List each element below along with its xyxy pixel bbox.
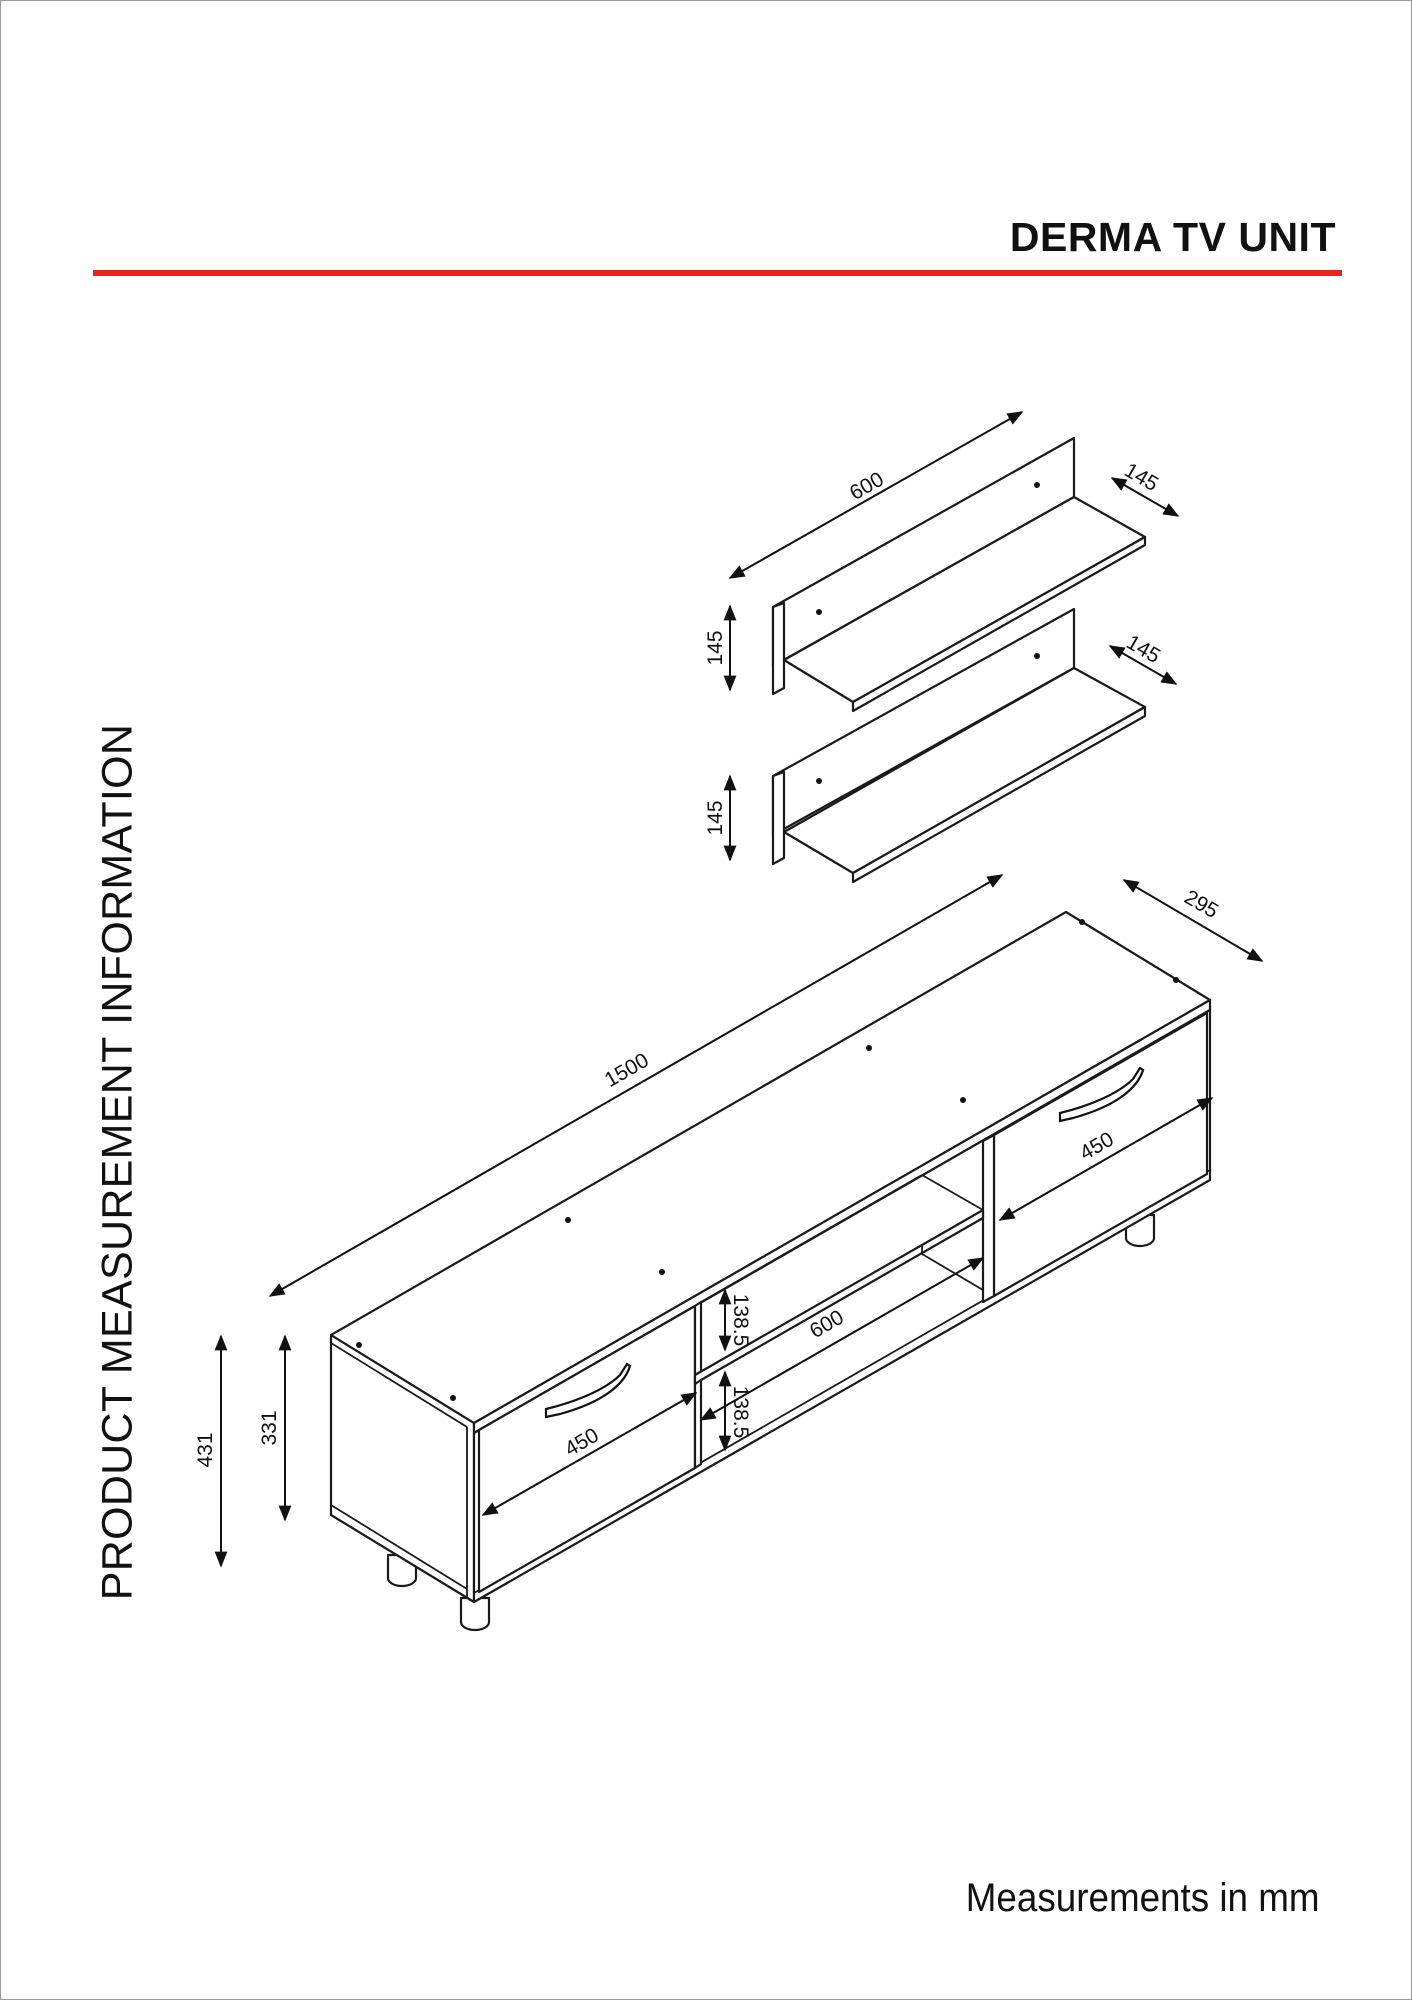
dim-line-door-right [998, 1097, 1214, 1221]
title-underline-bar [93, 270, 1342, 276]
dim-label-compartment-lower: 138.5 [729, 1386, 752, 1439]
wall-shelf-upper [771, 436, 1147, 713]
dim-line-shelf-depth-upper [1110, 477, 1180, 517]
dim-line-shelf-width [728, 411, 1024, 579]
shelf-upper-screw [1034, 482, 1040, 488]
shelf-upper-board-front [851, 535, 1147, 713]
dim-label-shelf-depth-upper: 145 [1120, 459, 1162, 496]
top-screw [866, 1045, 872, 1051]
shelf-lower-screw [816, 778, 822, 784]
shelf-upper-screw [816, 609, 822, 615]
units-note: Measurements in mm [966, 1876, 1320, 1920]
dim-label-compartment-upper: 138.5 [729, 1294, 752, 1347]
top-screw [450, 1395, 456, 1401]
title-underline [93, 270, 1342, 276]
dim-label-unit-width: 1500 [601, 1049, 653, 1092]
dim-line-middle-shelf [699, 1257, 985, 1421]
top-screw [659, 1269, 665, 1275]
tv-unit [329, 910, 1212, 1632]
wall-shelf-lower [771, 607, 1147, 884]
dim-label-body-height: 331 [258, 1410, 281, 1445]
top-screw [1079, 919, 1085, 925]
dim-line-door-left [481, 1392, 698, 1516]
compartment-divider-right [981, 1133, 996, 1304]
dim-label-shelf-height-upper: 145 [704, 630, 727, 665]
tv-unit-left-side-inner [330, 1342, 468, 1428]
shelf-lower-side [771, 770, 786, 866]
shelf-upper-side [771, 601, 786, 696]
tv-unit-legs [386, 1213, 1156, 1632]
dim-line-unit-width [268, 874, 1004, 1297]
top-screw [356, 1342, 362, 1348]
dim-label-shelf-height-lower: 145 [704, 800, 727, 835]
dim-label-total-height: 431 [194, 1432, 217, 1467]
top-screw [565, 1217, 571, 1223]
shelf-lower-screw [1034, 653, 1040, 659]
top-screw [1173, 977, 1179, 983]
dim-line-shelf-depth-lower [1108, 645, 1178, 685]
dim-label-shelf-depth-lower: 145 [1122, 631, 1164, 668]
dim-label-shelf-width: 600 [846, 468, 888, 505]
dim-line-unit-depth [1122, 879, 1264, 962]
leg-front-left [459, 1596, 491, 1632]
tv-unit-left-side-bottom [330, 1504, 468, 1590]
top-screw [960, 1097, 966, 1103]
page-title: DERMA TV UNIT [1009, 214, 1336, 260]
